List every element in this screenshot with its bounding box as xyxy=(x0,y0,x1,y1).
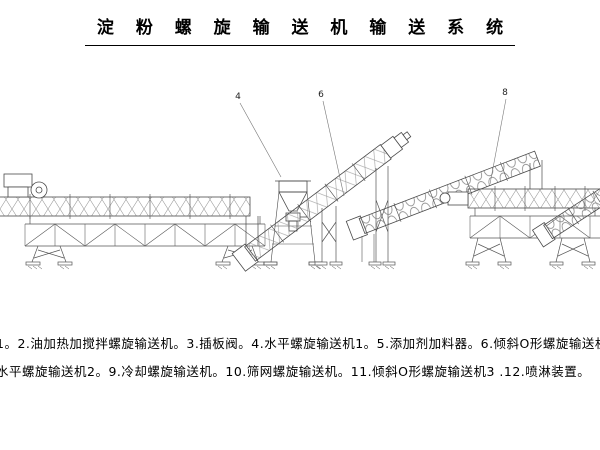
left-truss-support xyxy=(24,216,266,270)
right-horizontal-conveyor xyxy=(439,186,600,211)
far-right-spiral-conveyor xyxy=(531,172,600,248)
drawing-title: 淀 粉 螺 旋 输 送 机 输 送 系 统 xyxy=(0,13,600,46)
left-horizontal-conveyor xyxy=(0,173,251,219)
callout-4: 4 xyxy=(235,92,282,178)
callout-6: 6 xyxy=(318,90,345,197)
callout-8-label: 8 xyxy=(502,88,508,98)
right-drive-unit xyxy=(439,191,469,206)
o-type-conveyor-leg xyxy=(361,234,375,262)
parts-list-line-1: 1。2.油加热加搅拌螺旋输送机。3.插板阀。4.水平螺旋输送机1。5.添加剂加料… xyxy=(0,336,600,351)
inclined-conveyor-motor xyxy=(380,131,412,159)
callout-6-label: 6 xyxy=(318,90,324,100)
callout-8: 8 xyxy=(489,88,508,185)
inclined-conveyor-main xyxy=(231,131,412,272)
parts-list-line-2: 水平螺旋输送机2。9.冷却螺旋输送机。10.筛网螺旋输送机。11.倾斜O形螺旋输… xyxy=(0,364,591,379)
callout-4-label: 4 xyxy=(235,92,241,102)
transfer-chute-right xyxy=(529,160,543,189)
drawing-title-text: 淀 粉 螺 旋 输 送 机 输 送 系 统 xyxy=(84,13,516,46)
left-drive-unit xyxy=(3,173,48,199)
